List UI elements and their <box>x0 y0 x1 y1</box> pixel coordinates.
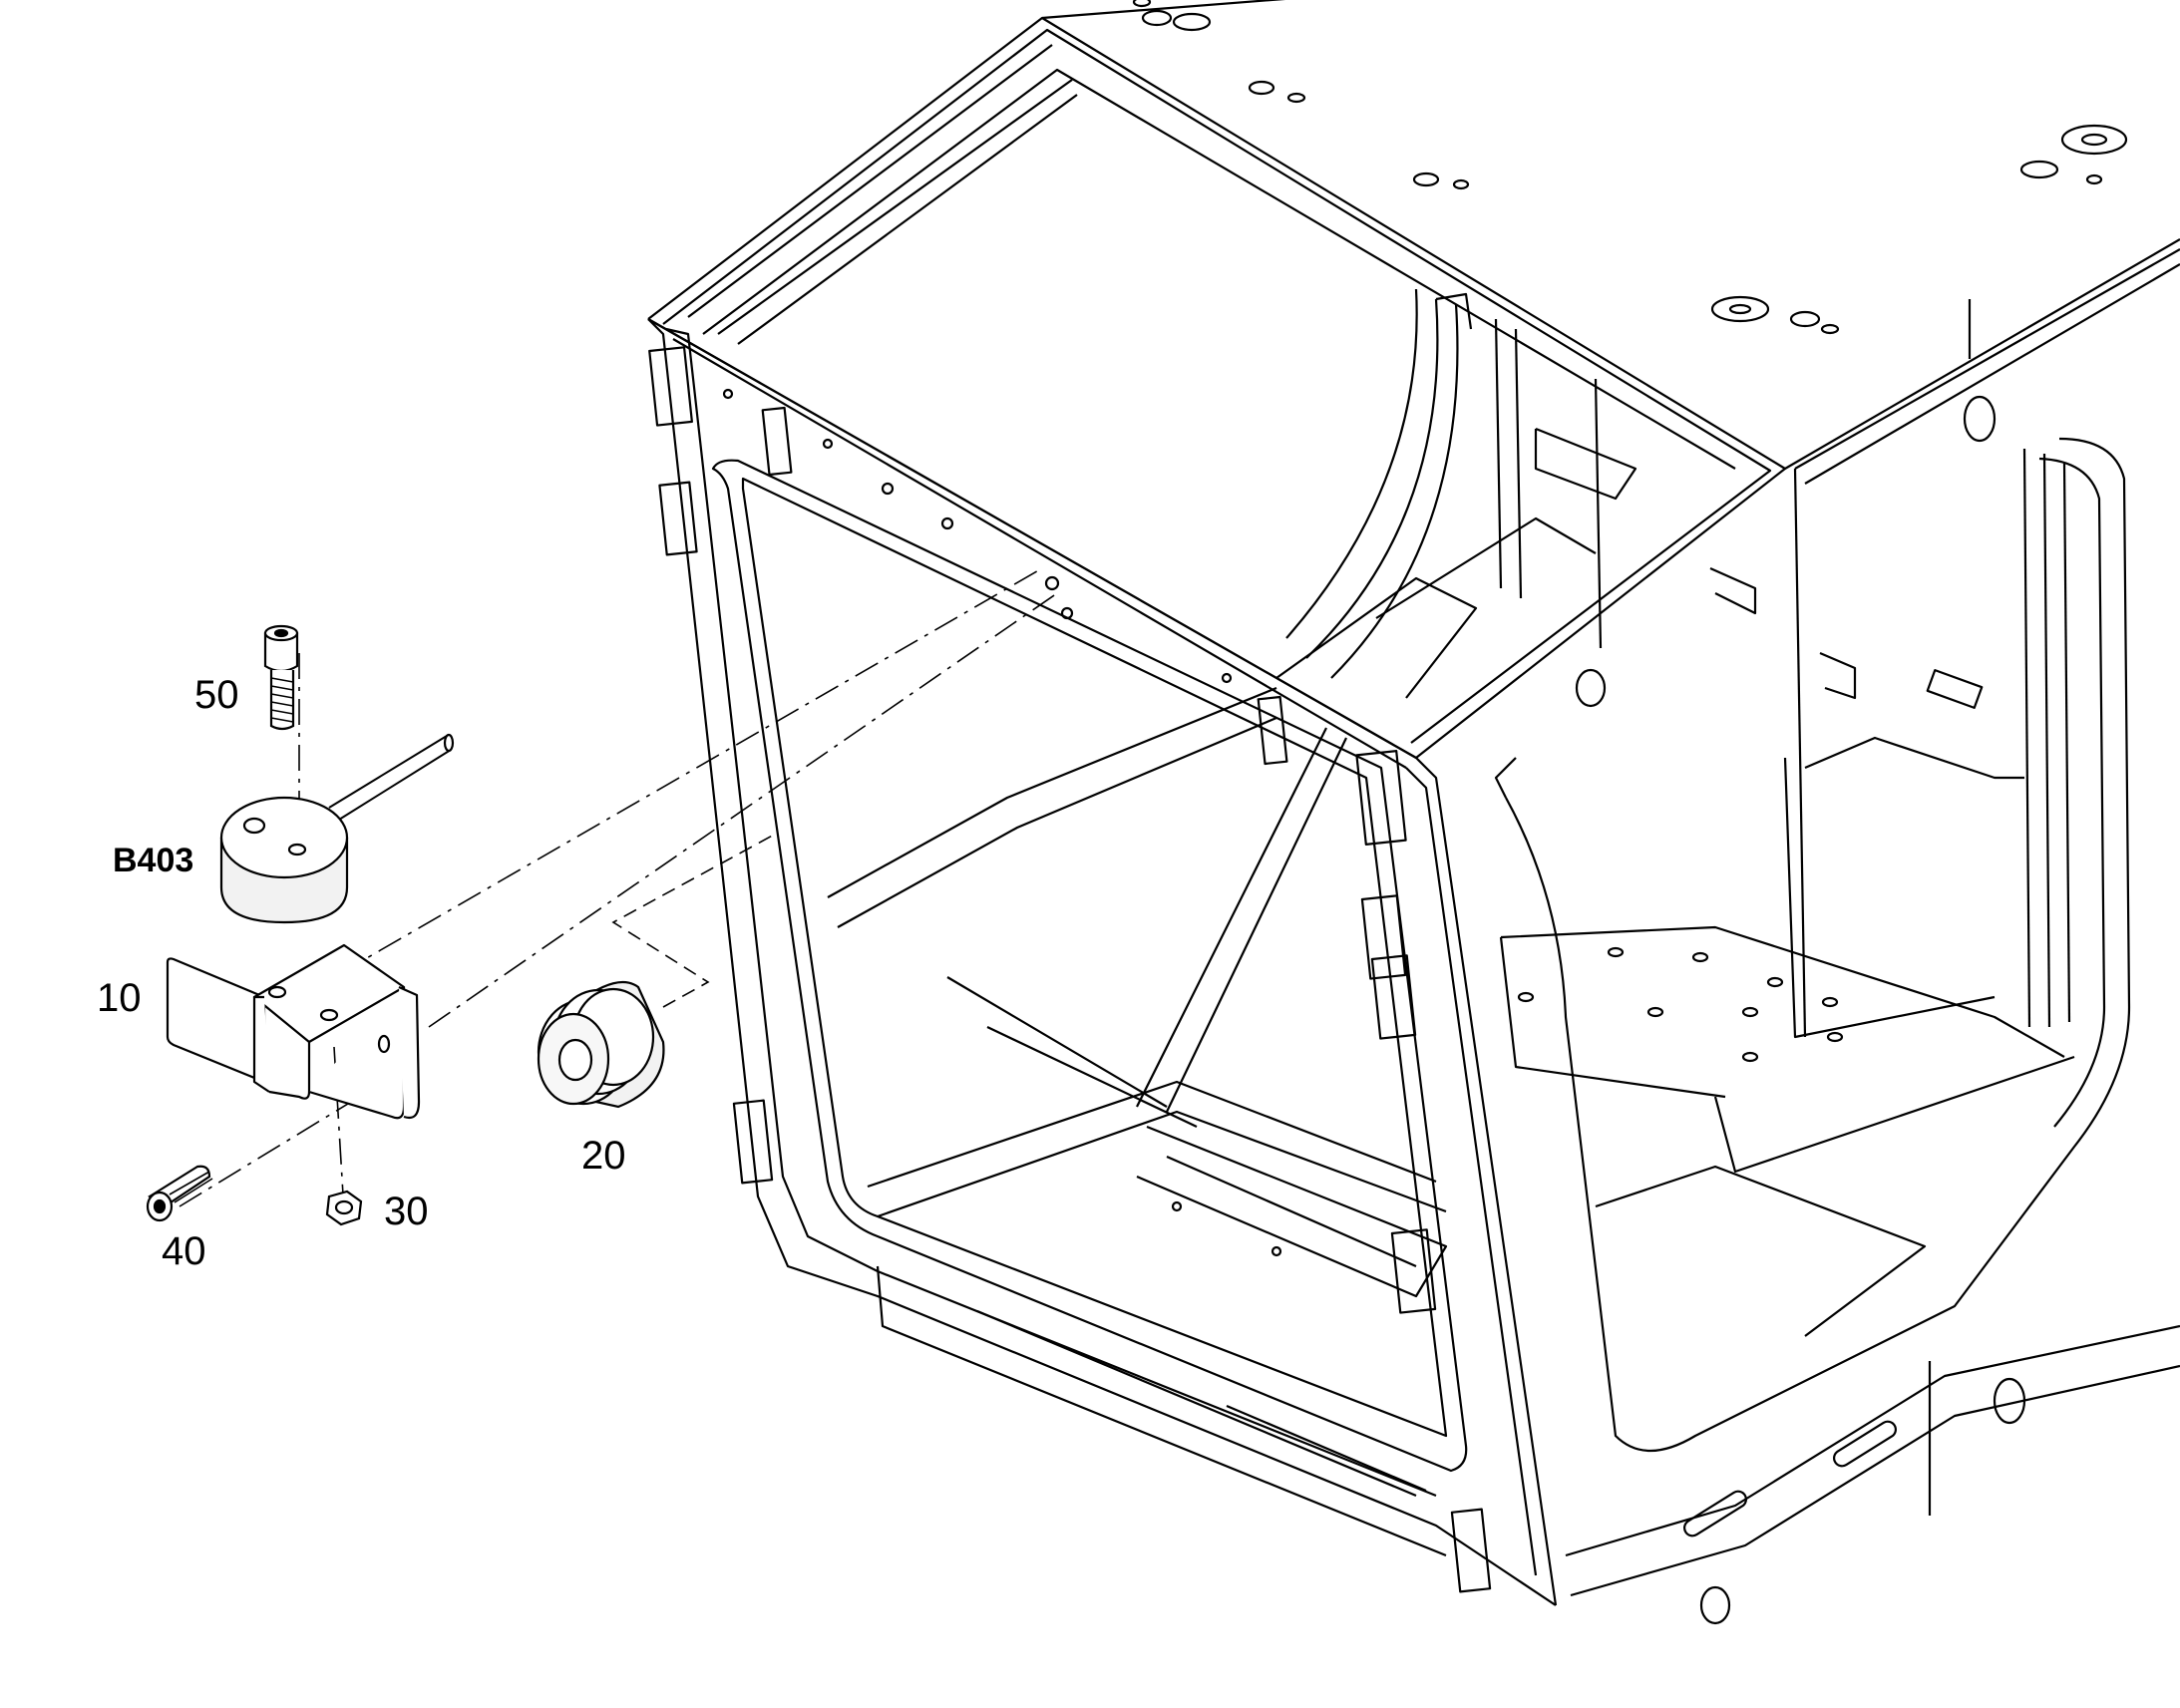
cab-inner-ribs <box>1275 288 1637 699</box>
bushing-guide-line <box>611 832 779 1008</box>
cab-front-frame <box>647 318 1558 1606</box>
reference-b403: B403 <box>113 842 193 879</box>
callout-10: 10 <box>97 976 142 1020</box>
cab-roof <box>647 0 2180 769</box>
part-40-screw <box>146 1165 213 1222</box>
part-50-cap-screw <box>263 624 299 731</box>
callout-20: 20 <box>581 1134 626 1178</box>
sensor-b403 <box>219 733 455 924</box>
part-30-hex-nut <box>325 1190 363 1226</box>
cab-frame <box>647 0 2180 1625</box>
part-10-mounting-bracket <box>166 943 421 1120</box>
cab-side-wall <box>1494 248 2180 1625</box>
part-20-rubber-bushing <box>537 980 665 1109</box>
callout-40: 40 <box>162 1229 206 1273</box>
callout-30: 30 <box>384 1190 429 1233</box>
callout-50: 50 <box>194 673 239 717</box>
